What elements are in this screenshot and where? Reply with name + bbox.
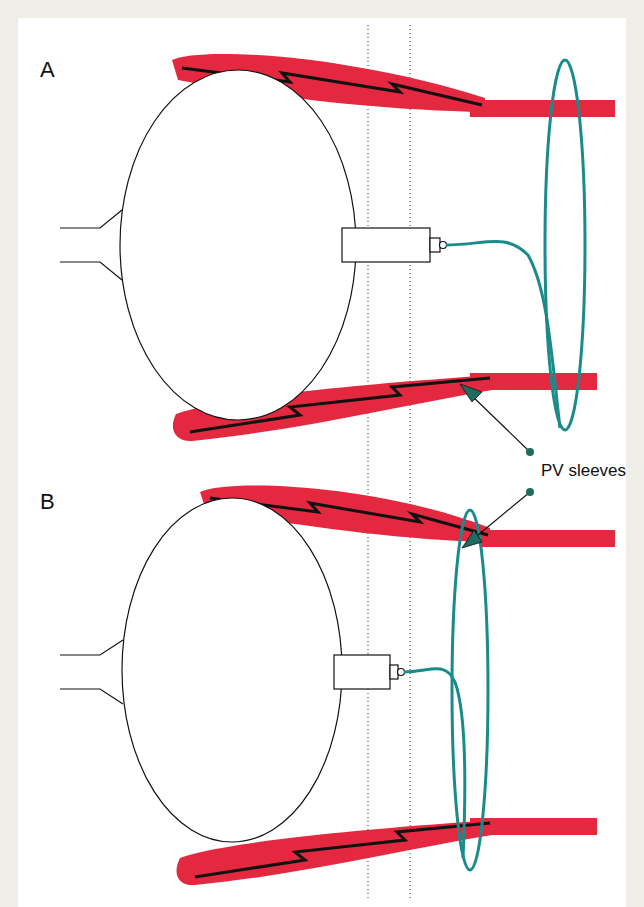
balloon-catheter: [60, 498, 405, 842]
panel-ground: [18, 18, 626, 907]
balloon-catheter: [60, 70, 447, 420]
panel-b: [60, 485, 615, 885]
panel-letter: B: [40, 490, 55, 514]
leader-arrows: [460, 384, 534, 548]
lasso-catheter: [404, 510, 488, 870]
panel-a: [60, 54, 615, 441]
lasso-catheter: [446, 60, 585, 430]
panel-letter: A: [40, 58, 55, 82]
part-label: PV sleeves: [541, 462, 626, 481]
reference-lines: [368, 25, 410, 900]
